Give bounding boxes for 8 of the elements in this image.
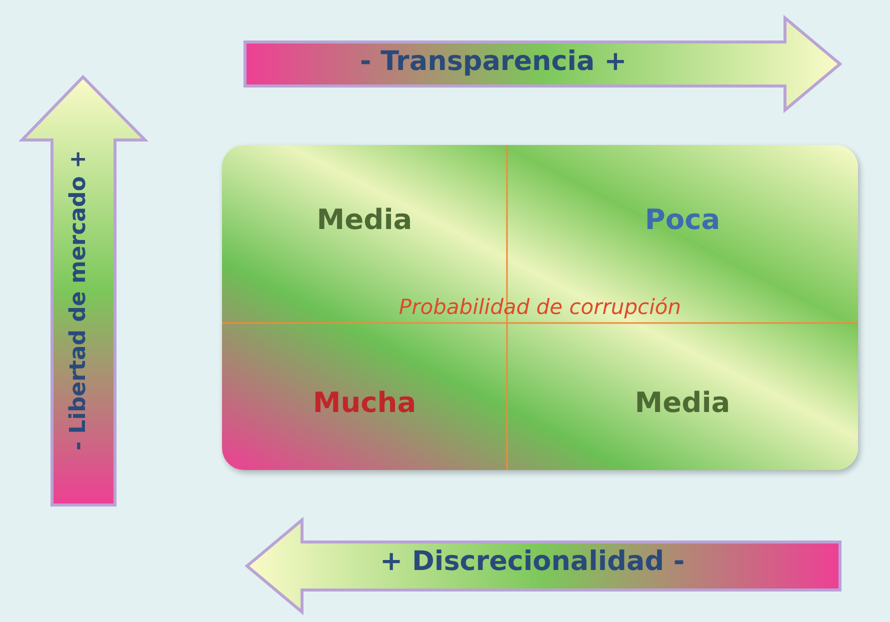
quadrant-label: Mucha (312, 386, 416, 419)
quadrant-label: Media (316, 202, 412, 236)
quadrant-label: Media (634, 386, 730, 419)
axis-label: + Discrecionalidad - (380, 546, 685, 577)
quadrant-label: Poca (644, 202, 720, 236)
matrix-panel (222, 145, 858, 470)
axis-label: - Transparencia + (360, 46, 627, 77)
axis-label: - Libertad de mercado + (66, 150, 91, 451)
